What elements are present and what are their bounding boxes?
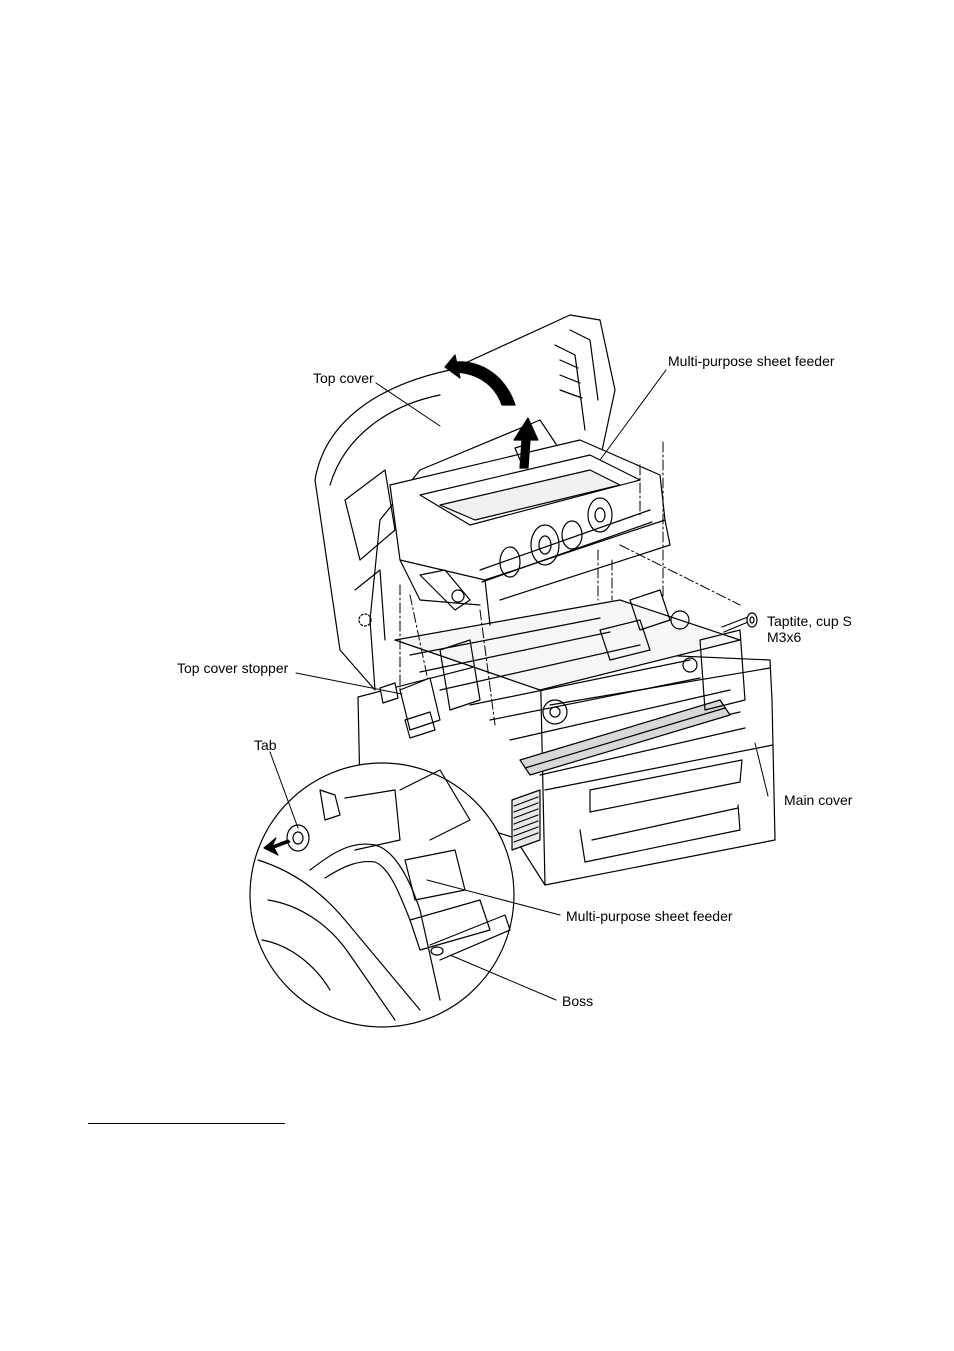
curved-arrow [454,361,516,406]
label-main-cover: Main cover [784,792,853,808]
lift-arrows [444,354,539,469]
top-cover-part [314,314,616,691]
up-arrow [513,417,539,469]
top-cover-stopper-part [379,677,441,739]
leader-lines [269,369,769,1001]
label-taptite-line2: M3x6 [767,629,802,645]
label-multi-purpose-sheet-feeder-detail: Multi-purpose sheet feeder [566,908,733,924]
label-tab: Tab [254,737,277,753]
label-multi-purpose-sheet-feeder: Multi-purpose sheet feeder [668,353,835,369]
printer-internals [394,589,746,776]
label-top-cover-stopper: Top cover stopper [177,660,289,676]
label-taptite-line1: Taptite, cup S [767,613,852,629]
vent-grille [511,789,541,851]
detail-magnifier [249,762,515,1028]
taptite-screw [721,612,758,633]
label-top-cover: Top cover [313,370,374,386]
label-boss: Boss [562,993,594,1009]
sheet-feeder-part [389,439,671,626]
feed-rollers [479,497,653,583]
guide-lines [399,441,741,726]
footnote-rule [88,1123,285,1124]
tab-arrow [263,837,291,856]
